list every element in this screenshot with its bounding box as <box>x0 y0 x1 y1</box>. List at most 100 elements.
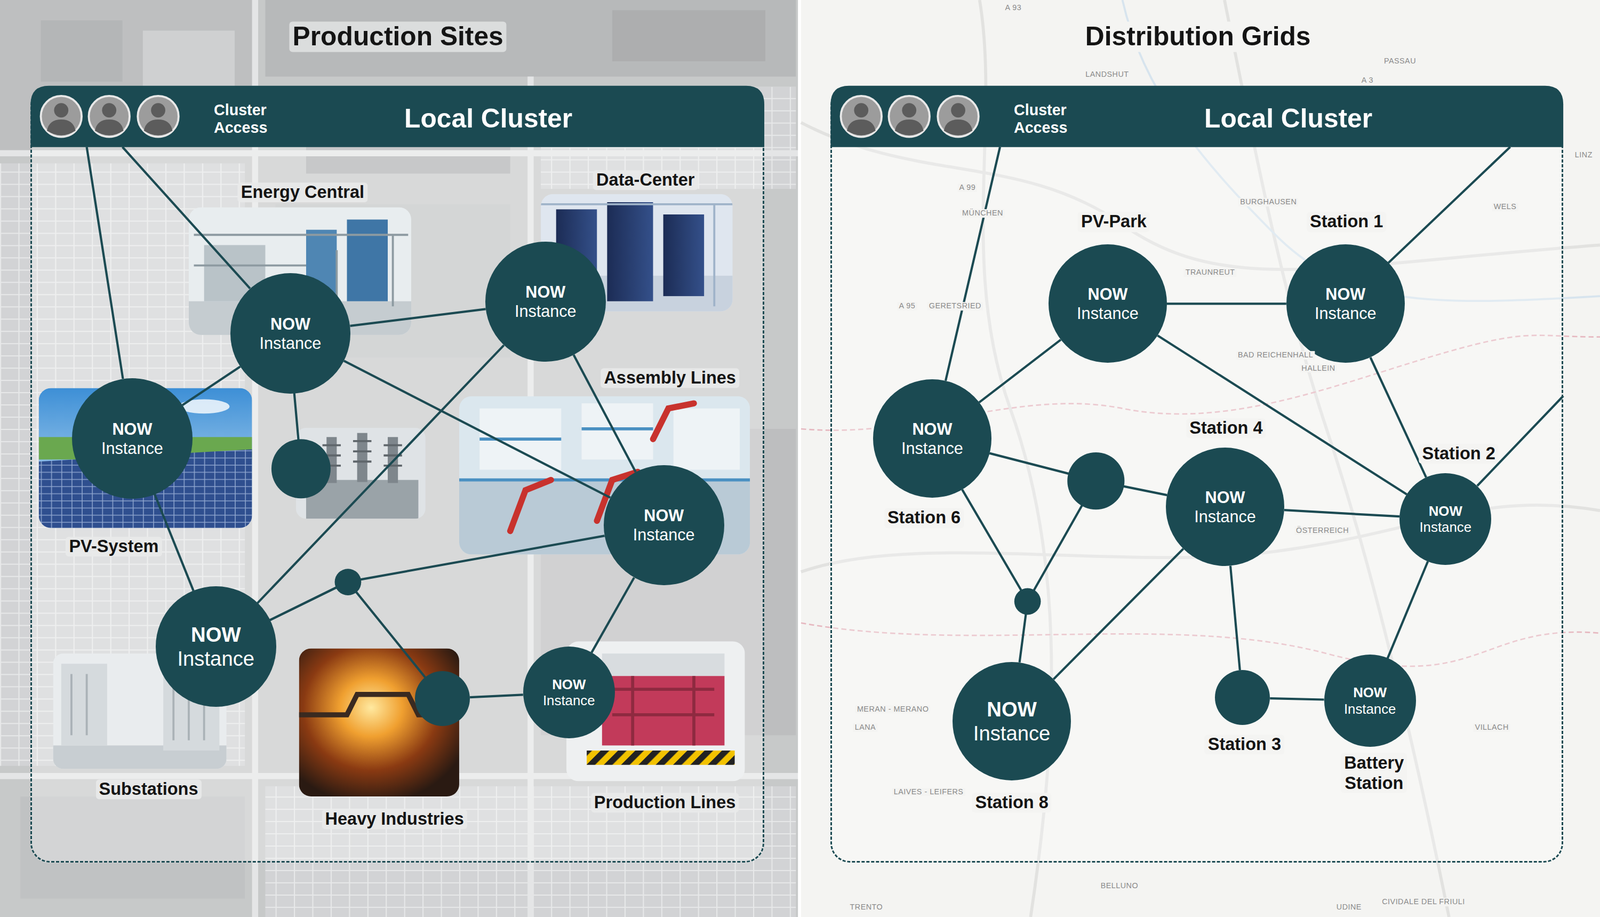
user-avatar-icons <box>41 96 979 138</box>
instance-label: NOW Instance <box>1341 684 1398 717</box>
network-link <box>1477 395 1564 486</box>
instance-circle: Assembly LinesNOW Instance <box>603 465 725 586</box>
cluster-box: Cluster AccessLocal ClusterPV-ParkNOW In… <box>830 85 1564 863</box>
instance-circle: Station 4NOW Instance <box>1165 447 1285 566</box>
network-link <box>1053 548 1183 680</box>
site-label: Data-Center <box>593 170 698 190</box>
site-label: Energy Central <box>237 182 368 203</box>
panel-title: Production Sites <box>289 21 507 52</box>
site-label: Assembly Lines <box>600 368 740 388</box>
map-label: LINZ <box>1573 150 1595 160</box>
map-label: A 99 <box>957 183 978 192</box>
site-label: PV-Park <box>1077 212 1150 232</box>
site-label: Battery Station <box>1340 753 1407 794</box>
cluster-access-label: Cluster Access <box>1013 101 1068 137</box>
network-link <box>269 581 426 678</box>
instance-circle: NOW InstancePV-System <box>72 378 193 499</box>
site-label: Substations <box>95 779 202 799</box>
instance-label: NOW Instance <box>1417 502 1474 536</box>
network-link <box>1370 357 1427 478</box>
network-link <box>122 147 251 289</box>
instance-label: NOW Instance <box>540 676 597 709</box>
instance-label: NOW Instance <box>970 697 1054 746</box>
instance-circle: Energy CentralNOW Instance <box>230 273 351 394</box>
instance-label: NOW Instance <box>174 622 258 671</box>
network-link <box>1269 698 1324 700</box>
network-link <box>1284 509 1400 517</box>
map-label: A 95 <box>897 301 918 311</box>
instance-label: NOW Instance <box>899 419 966 458</box>
map-label: BAD REICHENHALL <box>1236 350 1315 360</box>
map-label: A 93 <box>1003 3 1024 13</box>
network-link <box>350 308 486 326</box>
site-label: Station 1 <box>1306 212 1387 232</box>
site-label: Heavy Industries <box>321 809 467 829</box>
network-link <box>979 339 1061 403</box>
junction-node: Heavy Industries <box>414 670 470 726</box>
map-label: MÜNCHEN <box>960 209 1005 218</box>
map-label: TRAUNREUT <box>1184 268 1237 277</box>
map-label: VILLACH <box>1473 723 1511 732</box>
site-label: Station 6 <box>884 507 964 528</box>
instance-label: NOW Instance <box>1192 487 1259 526</box>
instance-label: NOW Instance <box>512 282 579 321</box>
instance-circle: NOW InstanceProduction Lines <box>523 646 615 739</box>
map-label: BURGHAUSEN <box>1238 197 1299 207</box>
map-label: MERAN - MERANO <box>855 705 931 714</box>
map-label: TRENTO <box>848 902 885 912</box>
site-label: Station 4 <box>1186 418 1266 438</box>
network-link <box>182 366 241 405</box>
network-link <box>1230 565 1240 671</box>
map-label: UDINE <box>1334 902 1364 912</box>
map-label: CIVIDALE DEL FRIULI <box>1380 897 1467 907</box>
map-label: BELLUNO <box>1099 881 1140 891</box>
cluster-access-label: Cluster Access <box>213 101 268 137</box>
map-label: ÖSTERREICH <box>1294 526 1351 535</box>
junction-dot <box>271 438 1125 615</box>
map-label: GERETSRIED <box>927 301 983 311</box>
map-label: LANA <box>853 723 878 732</box>
map-label: LAIVES - LEIFERS <box>892 787 966 797</box>
network-link <box>469 694 524 698</box>
map-label: PASSAU <box>1382 57 1418 66</box>
instance-label: NOW Instance <box>99 419 166 458</box>
network-link <box>945 147 1000 381</box>
site-label: Station 2 <box>1418 443 1499 464</box>
site-label: Station 8 <box>971 792 1052 813</box>
cluster-header-bar <box>30 85 1564 148</box>
instance-label: NOW Instance <box>1074 284 1141 323</box>
instance-circle: NOW InstanceStation 8 <box>952 661 1071 781</box>
network-link <box>962 489 1028 663</box>
network-link <box>344 360 611 498</box>
cluster-box: Cluster Access Local ClusterEnergy Centra… <box>30 85 765 863</box>
panel-title: Distribution Grids <box>1082 21 1315 52</box>
map-background <box>801 0 1600 917</box>
instance-label: NOW Instance <box>257 314 324 353</box>
network-link <box>1166 302 1287 305</box>
panel-separator <box>797 0 802 917</box>
map-label: HALLEIN <box>1299 364 1337 373</box>
site-label: PV-System <box>65 536 162 557</box>
panel-region: Distribution GridsCluster Access Local Cl… <box>801 0 1600 917</box>
cluster-title: Local Cluster <box>401 103 576 134</box>
industrial-aerial-photo <box>0 0 800 917</box>
instance-label: NOW Instance <box>630 505 698 544</box>
network-link <box>1387 561 1429 659</box>
instance-circle: Data-CenterNOW Instance <box>485 241 606 363</box>
cluster-title: Local Cluster <box>1201 103 1376 134</box>
site-label: Production Lines <box>590 792 740 813</box>
instance-circle: Station 1NOW Instance <box>1286 244 1405 363</box>
site-label: Station 3 <box>1204 734 1285 755</box>
instance-label: NOW Instance <box>1312 284 1379 323</box>
map-label: WELS <box>1492 203 1519 212</box>
instance-circle: NOW InstanceBattery Station <box>1324 654 1416 747</box>
network-link <box>269 535 605 620</box>
instance-circle: NOW InstanceSubstations <box>155 586 277 707</box>
junction-node: Station 3 <box>1214 669 1270 725</box>
instance-circle: PV-ParkNOW Instance <box>1048 244 1167 363</box>
map-label: A 3 <box>1360 76 1375 85</box>
instance-circle: Station 2NOW Instance <box>1399 473 1492 565</box>
map-label: LANDSHUT <box>1083 70 1131 79</box>
panel-region: Production SitesCluster Access Local Clus… <box>0 0 799 917</box>
